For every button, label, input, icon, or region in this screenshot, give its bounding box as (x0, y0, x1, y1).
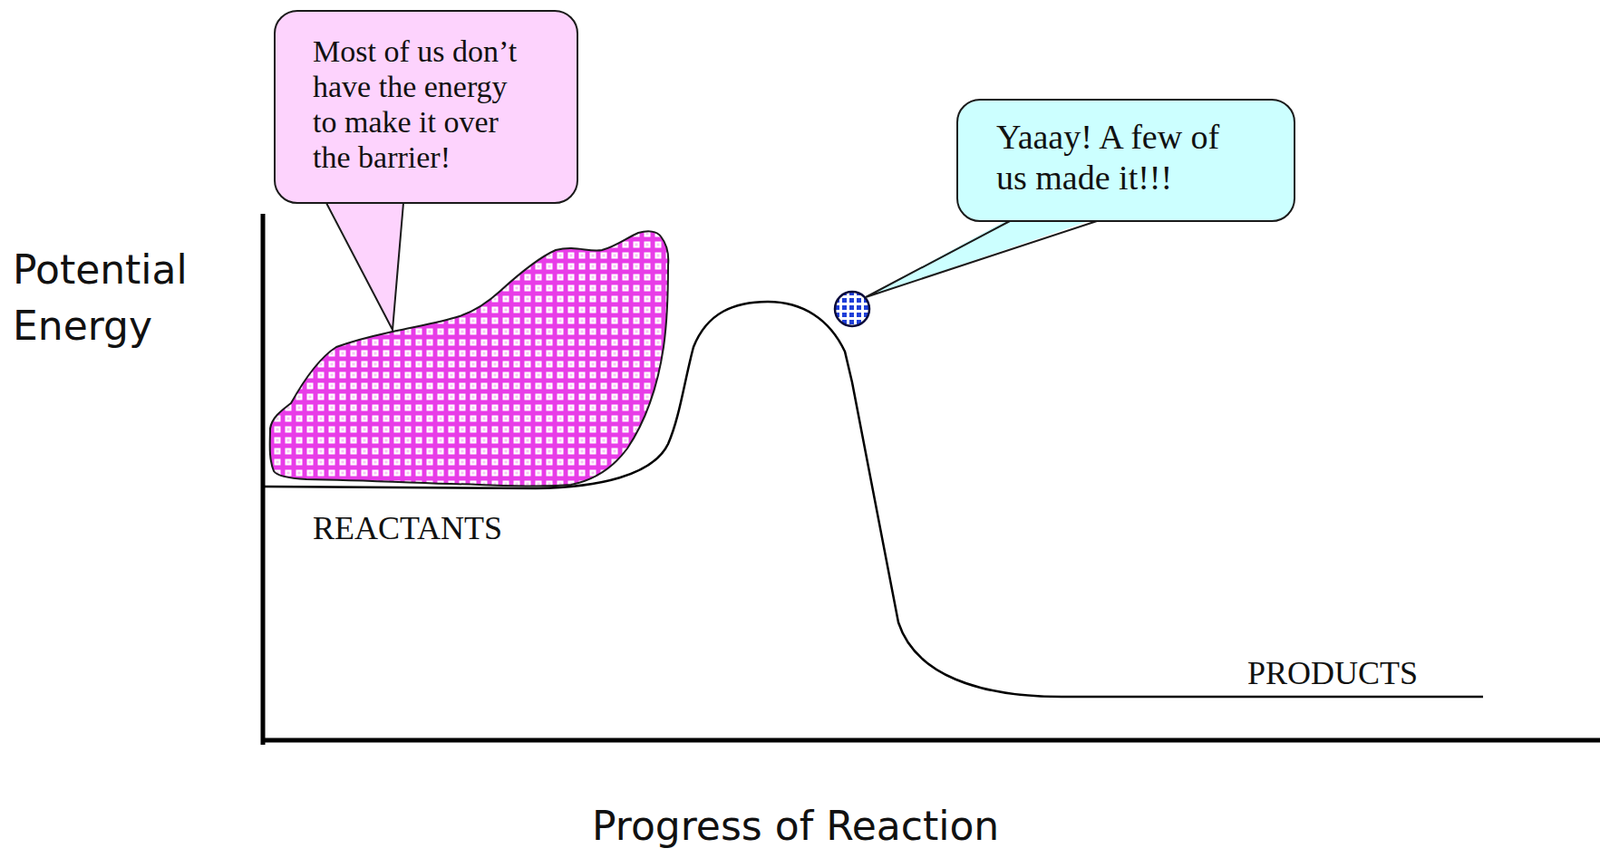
speech-bubble: Most of us don’t have the energy to make… (273, 9, 579, 204)
axis-title: Progress of Reaction (591, 804, 999, 850)
y-axis (261, 213, 266, 746)
product-particle (834, 291, 870, 327)
callout-tail-outline (865, 221, 1097, 298)
state-label: REACTANTS (312, 509, 503, 548)
callout-tail (865, 218, 1097, 298)
state-label: PRODUCTS (1247, 654, 1418, 693)
callout-text: Yaaay! A few of us made it!!! (996, 116, 1242, 199)
x-axis (261, 738, 1600, 744)
energy-curve (262, 301, 1484, 698)
callout-tail (326, 200, 404, 330)
reactant-cloud (270, 231, 670, 486)
callout-tail-outline (326, 203, 404, 330)
speech-bubble: Yaaay! A few of us made it!!! (956, 98, 1296, 223)
axis-title: Potential Energy (12, 242, 231, 355)
callout-text: Most of us don’t have the energy to make… (312, 33, 529, 175)
